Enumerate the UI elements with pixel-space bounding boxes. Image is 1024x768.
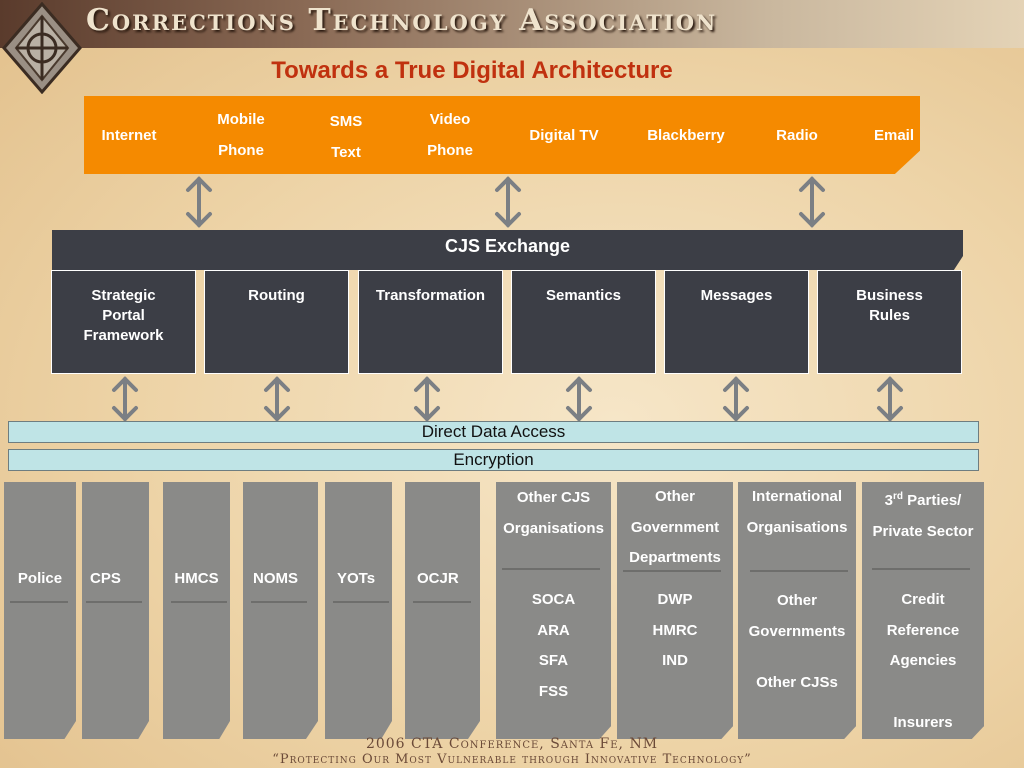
- access-channels-bar: [84, 96, 920, 174]
- channel-digital-tv: Digital TV: [514, 120, 614, 151]
- channel-label: Internet: [101, 127, 157, 144]
- group-items: DWP HMRC IND: [652, 591, 698, 669]
- divider: [10, 601, 68, 603]
- service-label: Portal: [102, 307, 145, 324]
- service-semantics: Semantics: [511, 270, 656, 374]
- channel-label: Phone: [427, 142, 473, 159]
- direct-data-access-bar: Direct Data Access: [8, 421, 979, 443]
- service-label: Rules: [869, 307, 910, 324]
- channel-mobile-phone: Mobile Phone: [201, 104, 281, 166]
- service-strategic-portal-framework: Strategic Portal Framework: [51, 270, 196, 374]
- agency-label: NOMS: [253, 570, 298, 587]
- agency-column-yots: YOTs: [325, 482, 392, 739]
- service-label: Transformation: [375, 287, 486, 304]
- channel-blackberry: Blackberry: [636, 120, 736, 151]
- channel-label: Video: [429, 111, 471, 128]
- agency-label: CPS: [90, 570, 121, 587]
- group-items: Credit Reference Agencies Insurers: [886, 591, 960, 731]
- agency-label: YOTs: [337, 570, 376, 587]
- channel-label: Email: [873, 127, 915, 144]
- agency-label: OCJR: [417, 570, 459, 587]
- divider: [171, 601, 227, 603]
- cta-logo-icon: [2, 1, 82, 95]
- divider: [623, 570, 721, 572]
- channel-label: Mobile: [217, 111, 265, 128]
- divider: [872, 568, 970, 570]
- group-items: Other Governments Other CJSs: [748, 592, 846, 691]
- channel-label: Text: [331, 144, 361, 161]
- channel-label: SMS: [329, 113, 363, 130]
- service-transformation: Transformation: [358, 270, 503, 374]
- channel-video-phone: Video Phone: [412, 104, 488, 166]
- agency-label: HMCS: [174, 570, 219, 587]
- channel-label: Radio: [776, 127, 818, 144]
- double-arrow-icon: [494, 176, 522, 228]
- divider: [86, 601, 142, 603]
- group-international-organisations: International Organisations Other Govern…: [738, 482, 856, 739]
- footer-conference: 2006 CTA Conference, Santa Fe, NM: [365, 736, 659, 752]
- service-label: Strategic: [91, 287, 156, 304]
- agency-column-hmcs: HMCS: [163, 482, 230, 739]
- service-messages: Messages: [664, 270, 809, 374]
- channel-sms-text: SMS Text: [316, 106, 376, 168]
- divider: [251, 601, 307, 603]
- divider: [502, 568, 600, 570]
- group-third-parties-private-sector: 3rd Parties/ Private Sector Credit Refer…: [862, 482, 984, 739]
- service-label: Messages: [700, 287, 773, 304]
- channel-label: Phone: [218, 142, 264, 159]
- channel-label: Blackberry: [647, 127, 725, 144]
- group-heading: International Organisations: [746, 488, 848, 536]
- divider: [750, 570, 848, 572]
- channel-radio: Radio: [767, 120, 827, 151]
- header-title: Corrections Technology Association: [86, 3, 718, 38]
- cjs-exchange-bar: CJS Exchange: [52, 230, 963, 270]
- group-heading: Other CJS Organisations: [503, 489, 604, 537]
- footer-tagline: “Protecting Our Most Vulnerable through …: [272, 752, 752, 767]
- double-arrow-icon: [722, 376, 750, 422]
- channel-internet: Internet: [88, 120, 170, 151]
- service-routing: Routing: [204, 270, 349, 374]
- divider: [413, 601, 471, 603]
- agency-column-police: Police: [4, 482, 76, 739]
- group-other-cjs-organisations: Other CJS Organisations SOCA ARA SFA FSS: [496, 482, 611, 739]
- service-label: Routing: [248, 287, 305, 304]
- double-arrow-icon: [413, 376, 441, 422]
- double-arrow-icon: [185, 176, 213, 228]
- agency-column-cps: CPS: [82, 482, 149, 739]
- group-heading: 3rd Parties/ Private Sector: [872, 491, 974, 540]
- service-business-rules: Business Rules: [817, 270, 962, 374]
- service-label: Framework: [83, 327, 164, 344]
- page-title: Towards a True Digital Architecture: [271, 57, 673, 84]
- service-label: Semantics: [545, 287, 622, 304]
- double-arrow-icon: [111, 376, 139, 422]
- encryption-bar: Encryption: [8, 449, 979, 471]
- group-heading: Other Government Departments: [629, 488, 721, 566]
- double-arrow-icon: [798, 176, 826, 228]
- agency-column-noms: NOMS: [243, 482, 318, 739]
- group-other-government-departments: Other Government Departments DWP HMRC IN…: [617, 482, 733, 739]
- agency-column-ocjr: OCJR: [405, 482, 480, 739]
- double-arrow-icon: [263, 376, 291, 422]
- channel-email: Email: [866, 120, 922, 151]
- divider: [333, 601, 389, 603]
- double-arrow-icon: [565, 376, 593, 422]
- double-arrow-icon: [876, 376, 904, 422]
- service-label: Business: [856, 287, 923, 304]
- agency-label: Police: [17, 570, 63, 587]
- header-band: [0, 0, 1024, 48]
- channel-label: Digital TV: [529, 127, 599, 144]
- group-items: SOCA ARA SFA FSS: [531, 591, 576, 700]
